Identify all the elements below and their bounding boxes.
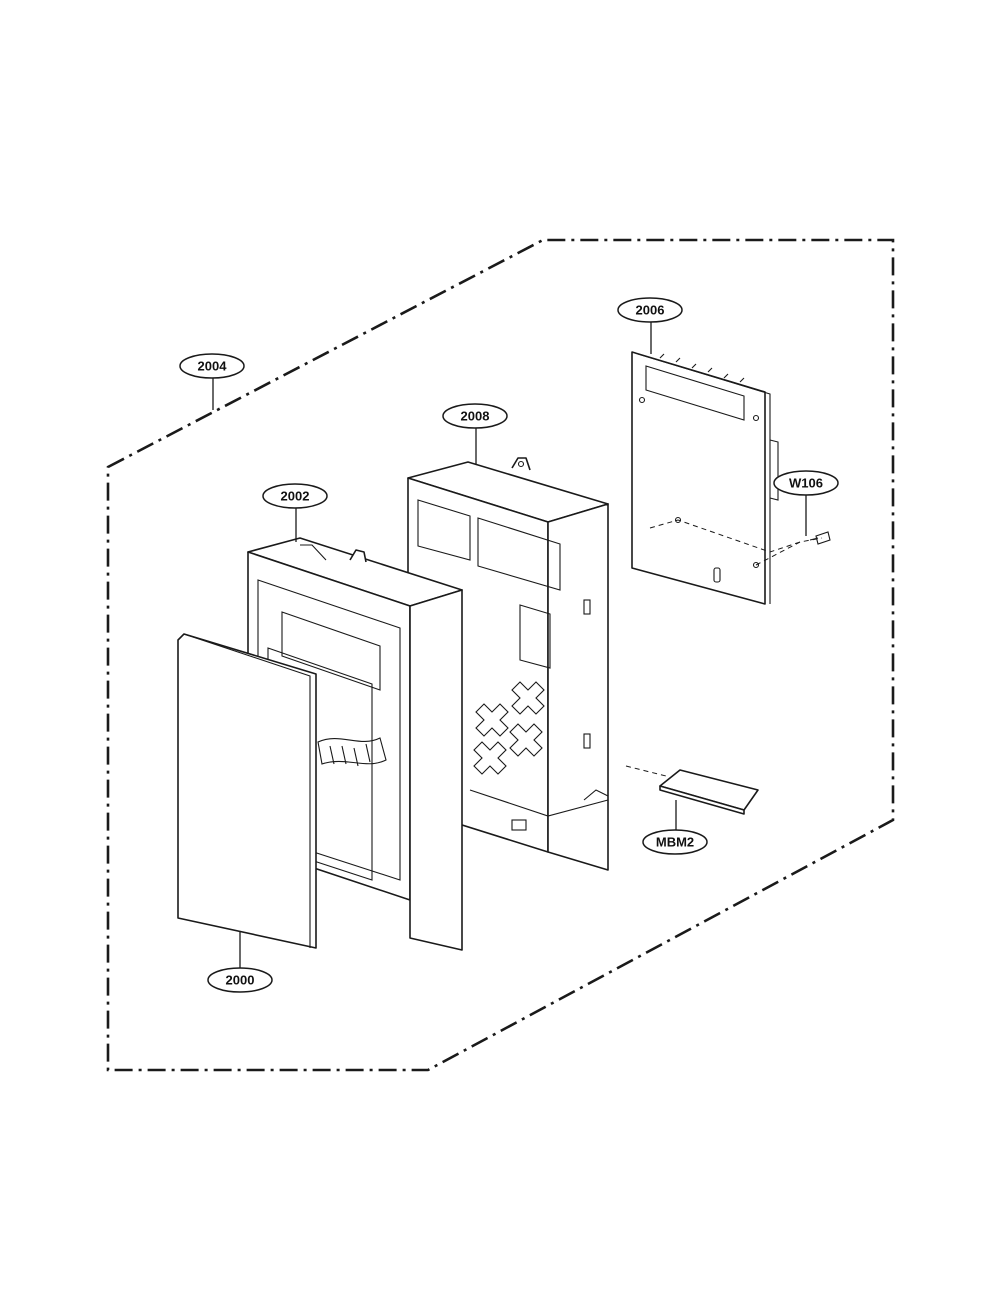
membrane-part bbox=[625, 765, 759, 815]
callout-label: W106 bbox=[789, 476, 823, 491]
callout-2002: 2002 bbox=[262, 483, 328, 542]
callout-label: 2000 bbox=[226, 973, 255, 988]
callout-label: MBM2 bbox=[656, 835, 694, 850]
callout-mbm2: MBM2 bbox=[642, 800, 708, 855]
assembly-boundary bbox=[106, 238, 895, 1072]
pcb-part bbox=[631, 351, 823, 605]
callout-label: 2004 bbox=[198, 359, 228, 374]
callout-label: 2008 bbox=[461, 409, 490, 424]
callout-2008: 2008 bbox=[442, 403, 508, 464]
control-panel-part bbox=[177, 633, 317, 949]
callout-label: 2002 bbox=[281, 489, 310, 504]
callout-2004: 2004 bbox=[179, 353, 245, 410]
screw-part bbox=[809, 531, 831, 545]
callout-2000: 2000 bbox=[207, 932, 273, 993]
callout-label: 2006 bbox=[636, 303, 665, 318]
callout-w106: W106 bbox=[773, 470, 839, 536]
callout-2006: 2006 bbox=[617, 297, 683, 354]
